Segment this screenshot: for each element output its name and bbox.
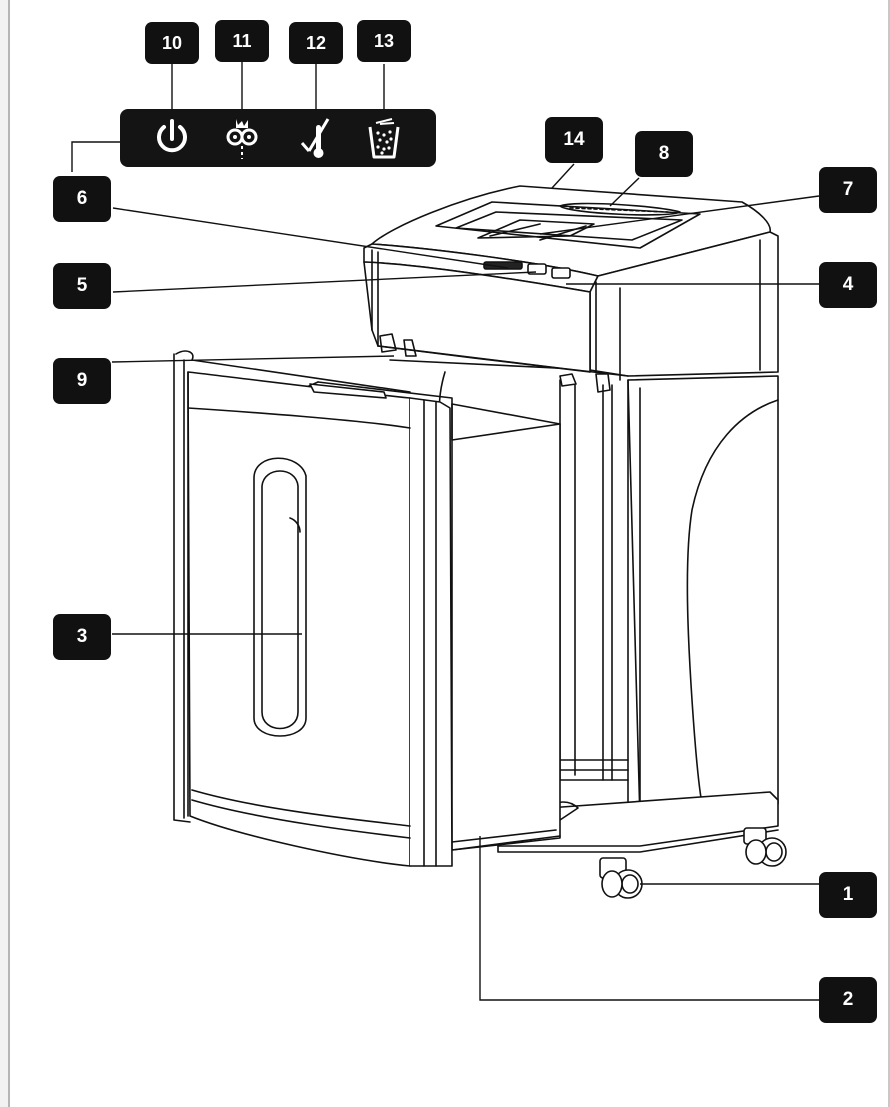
leader-7: [539, 195, 820, 235]
callout-6: 6: [53, 176, 111, 222]
bin-full-icon: [362, 115, 406, 161]
leader-14: [551, 163, 575, 189]
callout-8: 8: [635, 131, 693, 177]
leader-lines: [71, 62, 820, 1001]
bin-window: [253, 457, 307, 737]
callout-5: 5: [53, 263, 111, 309]
feed-slot: [455, 211, 683, 241]
bin-inner-box: [451, 403, 561, 851]
wheel-front-left: [599, 857, 643, 899]
wheel-back-right: [743, 827, 787, 867]
leader-5: [112, 271, 537, 293]
page-frame-left: [0, 0, 10, 1107]
leader-2: [479, 836, 819, 1001]
callout-12: 12: [289, 22, 343, 64]
page-frame-right: [888, 0, 890, 1107]
callout-4: 4: [819, 262, 877, 308]
bin-door-edge: [409, 397, 453, 867]
bin-handle-top: [309, 383, 387, 399]
callout-14: 14: [545, 117, 603, 163]
callout-10: 10: [145, 22, 199, 64]
indicator-legend-panel: [120, 109, 436, 167]
paper-jam-icon: [220, 115, 264, 161]
callout-11: 11: [215, 20, 269, 62]
callout-3: 3: [53, 614, 111, 660]
leader-panel: [71, 141, 120, 172]
callout-9: 9: [53, 358, 111, 404]
leader-9: [111, 355, 395, 363]
bin-hinge: [379, 333, 417, 357]
feed-slot-frame: [435, 201, 701, 249]
callout-13: 13: [357, 20, 411, 62]
cd-slot: [559, 202, 681, 216]
callout-2: 2: [819, 977, 877, 1023]
panel-button-2: [551, 267, 571, 279]
cabinet-right-side: [627, 375, 779, 821]
leader-8: [609, 177, 640, 207]
panel-leds: [483, 261, 523, 270]
overheat-icon: [294, 115, 338, 161]
cabinet-inner-frame: [559, 379, 613, 781]
bin-top-rim: [317, 381, 453, 405]
leader-6: [112, 207, 509, 269]
callout-7: 7: [819, 167, 877, 213]
head-bottom-edge: [377, 345, 629, 377]
cabinet-right-curve: [686, 399, 779, 813]
callout-1: 1: [819, 872, 877, 918]
power-icon: [150, 115, 194, 161]
bin-bottom-rim: [451, 829, 561, 851]
